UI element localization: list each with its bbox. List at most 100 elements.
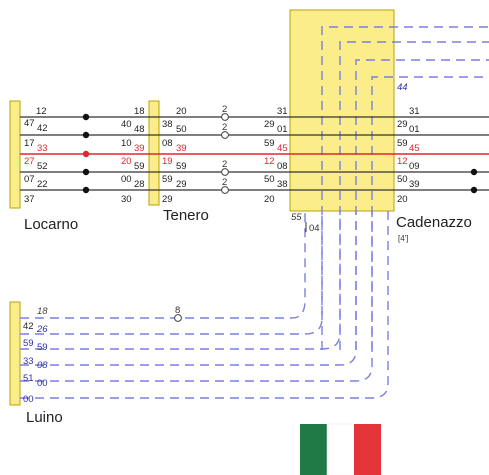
time-label: 31 bbox=[277, 106, 288, 117]
station-name-cadenazzo: Cadenazzo bbox=[396, 214, 472, 231]
station-name-luino: Luino bbox=[26, 409, 63, 426]
time-label: 09 bbox=[409, 161, 420, 172]
stop-dot bbox=[82, 113, 90, 121]
time-label: 59 bbox=[37, 342, 48, 353]
time-label: 50 bbox=[264, 174, 275, 185]
station-name-tenero: Tenero bbox=[163, 207, 209, 224]
cadenazzo-transfer-time: [4'] bbox=[398, 234, 408, 243]
stop-dot bbox=[82, 131, 90, 139]
time-label: 45 bbox=[409, 143, 420, 154]
time-label: 39 bbox=[176, 143, 187, 154]
time-label: 59 bbox=[397, 138, 408, 149]
time-label: 33 bbox=[37, 143, 48, 154]
stop-dot bbox=[470, 168, 478, 176]
time-label: 45 bbox=[277, 143, 288, 154]
time-label: 29 bbox=[176, 179, 187, 190]
time-label: 18 bbox=[37, 306, 48, 317]
stop-dot-red bbox=[82, 150, 90, 158]
time-label: 59 bbox=[176, 161, 187, 172]
luino-times: 18 42 26 59 59 33 08 51 00 00 bbox=[23, 306, 48, 405]
time-label: 42 bbox=[37, 123, 48, 134]
stop-dot bbox=[82, 186, 90, 194]
main-tracks bbox=[20, 116, 489, 191]
time-label: 30 bbox=[121, 194, 132, 205]
time-label: 59 bbox=[162, 174, 173, 185]
time-label: 47 bbox=[24, 118, 35, 129]
time-label: 28 bbox=[134, 179, 145, 190]
stop-dot bbox=[470, 186, 478, 194]
locarno-times: 12 47 42 17 33 27 52 07 22 37 bbox=[24, 106, 48, 205]
time-label: 07 bbox=[24, 174, 35, 185]
time-label: 38 bbox=[277, 179, 288, 190]
time-label: 38 bbox=[162, 119, 173, 130]
time-label: 50 bbox=[176, 124, 187, 135]
time-label: 52 bbox=[37, 161, 48, 172]
time-label: 00 bbox=[23, 394, 34, 405]
cadenazzo-station-box bbox=[289, 9, 395, 212]
time-label: 08 bbox=[162, 138, 173, 149]
time-label: 29 bbox=[162, 194, 173, 205]
tenero-station-bar bbox=[148, 100, 160, 206]
pass-ring bbox=[221, 131, 229, 139]
time-label: 01 bbox=[409, 124, 420, 135]
time-label: 50 bbox=[397, 174, 408, 185]
station-name-locarno: Locarno bbox=[24, 216, 78, 233]
luino-dashed-lines bbox=[20, 210, 389, 399]
time-label: 19 bbox=[162, 156, 173, 167]
time-label: 31 bbox=[409, 106, 420, 117]
time-label: 20 bbox=[121, 156, 132, 167]
tenero-right-times: 20 38 50 08 39 19 59 59 29 29 bbox=[162, 106, 187, 205]
time-label: 37 bbox=[24, 194, 35, 205]
locarno-station-bar bbox=[9, 100, 21, 209]
time-label: 44 bbox=[397, 82, 408, 93]
time-label: 18 bbox=[134, 106, 145, 117]
time-label: 12 bbox=[397, 156, 408, 167]
time-label: 20 bbox=[264, 194, 275, 205]
time-label: 20 bbox=[176, 106, 187, 117]
cadenazzo-departure-times: 31 29 01 59 45 12 09 50 39 20 bbox=[397, 106, 420, 205]
pass-label: 2 bbox=[222, 122, 227, 133]
time-label: 22 bbox=[37, 179, 48, 190]
time-label: 59 bbox=[134, 161, 145, 172]
time-label: 10 bbox=[121, 138, 132, 149]
time-label: 12 bbox=[264, 156, 275, 167]
time-label: 39 bbox=[409, 179, 420, 190]
pass-ring bbox=[221, 113, 229, 121]
time-label: 08 bbox=[277, 161, 288, 172]
time-label: 40 bbox=[121, 119, 132, 130]
time-label: 59 bbox=[264, 138, 275, 149]
time-label: 39 bbox=[134, 143, 145, 154]
time-label: 20 bbox=[397, 194, 408, 205]
time-label: 48 bbox=[134, 124, 145, 135]
pass-ring bbox=[221, 168, 229, 176]
italy-flag-icon bbox=[300, 423, 381, 475]
stop-dots bbox=[82, 113, 478, 194]
time-label: 26 bbox=[36, 324, 48, 335]
pass-label: 2 bbox=[222, 159, 227, 170]
time-label: 33 bbox=[23, 356, 34, 367]
stop-dot bbox=[82, 168, 90, 176]
time-label: 12 bbox=[36, 106, 47, 117]
time-label: 42 bbox=[23, 321, 34, 332]
time-label: 08 bbox=[37, 360, 48, 371]
pass-rings bbox=[174, 113, 229, 322]
time-label: 01 bbox=[277, 124, 288, 135]
time-label: 17 bbox=[24, 138, 35, 149]
time-label: 51 bbox=[23, 373, 34, 384]
pass-ring bbox=[174, 314, 182, 322]
time-label: 29 bbox=[264, 119, 275, 130]
pass-ring bbox=[221, 186, 229, 194]
time-label: 29 bbox=[397, 119, 408, 130]
time-label: 55 bbox=[291, 212, 302, 223]
time-label: 00 bbox=[121, 174, 132, 185]
time-label: 00 bbox=[37, 378, 48, 389]
time-label: 27 bbox=[24, 156, 35, 167]
pass-label: 2 bbox=[222, 104, 227, 115]
pass-label: 8 bbox=[175, 305, 180, 316]
cadenazzo-arrival-times: 31 29 01 59 45 12 08 50 38 20 bbox=[264, 106, 288, 205]
time-label: 04 bbox=[309, 223, 320, 234]
pass-labels: 2 2 2 2 8 bbox=[175, 104, 227, 316]
time-label: 59 bbox=[23, 338, 34, 349]
